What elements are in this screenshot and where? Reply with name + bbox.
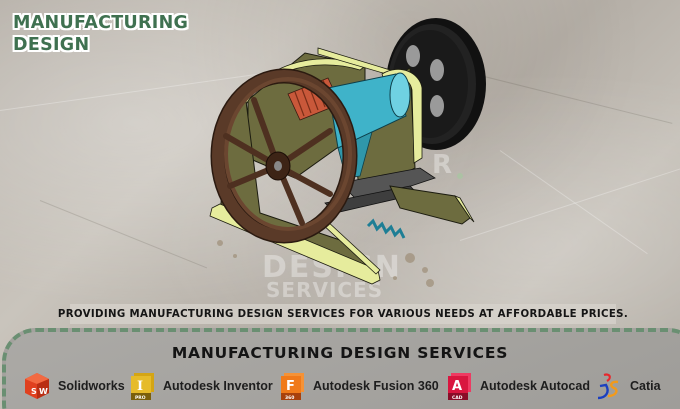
svg-text:S: S bbox=[31, 387, 37, 396]
software-item-autocad: A CAD Autodesk Autocad bbox=[448, 371, 590, 401]
tagline-text: PROVIDING MANUFACTURING DESIGN SERVICES … bbox=[57, 308, 629, 320]
services-panel-title: MANUFACTURING DESIGN SERVICES bbox=[171, 344, 509, 362]
inventor-icon: I PRO bbox=[131, 373, 154, 400]
software-item-fusion360: F 360 Autodesk Fusion 360 bbox=[281, 371, 439, 401]
flywheel-icon bbox=[210, 68, 358, 244]
catia-icon bbox=[597, 373, 619, 400]
svg-text:PRO: PRO bbox=[135, 395, 146, 400]
software-item-catia: Catia bbox=[594, 371, 661, 401]
software-list: S W Solidworks I PRO Autodesk Inventor F… bbox=[0, 371, 680, 401]
watermark-letter: R bbox=[432, 150, 453, 180]
pulley-icon bbox=[386, 18, 486, 150]
paint-splatter bbox=[217, 240, 434, 287]
panel-shade bbox=[6, 332, 680, 409]
svg-text:A: A bbox=[452, 379, 462, 394]
software-item-solidworks: S W Solidworks bbox=[24, 371, 125, 401]
software-name: Solidworks bbox=[58, 379, 125, 393]
software-name: Catia bbox=[630, 379, 661, 393]
services-panel bbox=[2, 328, 680, 409]
paper-crease bbox=[499, 150, 648, 255]
software-name: Autodesk Autocad bbox=[480, 379, 590, 393]
paper-crease bbox=[39, 200, 208, 269]
svg-text:I: I bbox=[137, 379, 143, 394]
title-line-2: DESIGN bbox=[13, 35, 90, 55]
svg-text:W: W bbox=[39, 387, 48, 396]
autocad-icon: A CAD bbox=[448, 373, 471, 400]
svg-text:360: 360 bbox=[285, 395, 294, 400]
software-name: Autodesk Fusion 360 bbox=[313, 379, 439, 393]
jaw-crusher-illustration bbox=[209, 18, 486, 287]
svg-text:CAD: CAD bbox=[452, 395, 463, 400]
fusion360-icon: F 360 bbox=[281, 373, 304, 400]
svg-text:F: F bbox=[286, 379, 295, 394]
page-title: MANUFACTURING DESIGN bbox=[13, 12, 188, 56]
title-line-1: MANUFACTURING bbox=[13, 13, 189, 33]
watermark-services: SERVICES bbox=[266, 278, 384, 302]
solidworks-icon: S W bbox=[25, 373, 49, 399]
spring bbox=[366, 218, 406, 239]
software-name: Autodesk Inventor bbox=[163, 379, 273, 393]
software-item-inventor: I PRO Autodesk Inventor bbox=[131, 371, 273, 401]
tagline-banner: PROVIDING MANUFACTURING DESIGN SERVICES … bbox=[58, 304, 628, 324]
